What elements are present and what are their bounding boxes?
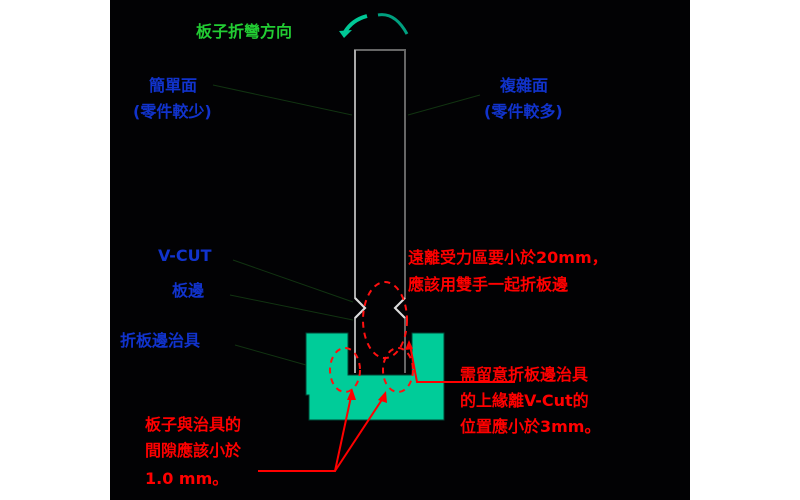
jig-note-line3: 位置應小於3mm。: [460, 417, 600, 436]
bending-jig: [305, 332, 445, 421]
force-note-line1: 遠離受力區要小於20mm，: [408, 248, 608, 267]
jig-note-line1: 需留意折板邊治具: [460, 365, 588, 384]
complex-side-note: (零件較多): [484, 102, 563, 121]
gap-note-line1: 板子與治具的: [145, 415, 241, 434]
bend-direction-arrow-icon: [339, 13, 409, 38]
simple-side-note: (零件較少): [133, 102, 212, 121]
complex-side-label: 複雜面: [499, 76, 548, 95]
simple-side-label: 簡單面: [148, 76, 197, 95]
jig-note-line2: 的上緣離V-Cut的: [460, 391, 589, 410]
gap-note-line3: 1.0 mm。: [145, 469, 228, 488]
bend-direction-label: 板子折彎方向: [196, 22, 292, 41]
gap-note-line2: 間隙應該小於: [145, 441, 242, 460]
force-note-line2: 應該用雙手一起折板邊: [408, 275, 569, 294]
callout-arrows: [258, 344, 515, 472]
jig-label: 折板邊治具: [120, 331, 200, 350]
vcut-label: V-CUT: [158, 246, 212, 265]
leader-lines: [212, 84, 481, 366]
arrowhead-icons: [347, 340, 413, 403]
highlight-circles: [329, 281, 414, 393]
board-edge-label: 板邊: [172, 281, 205, 300]
